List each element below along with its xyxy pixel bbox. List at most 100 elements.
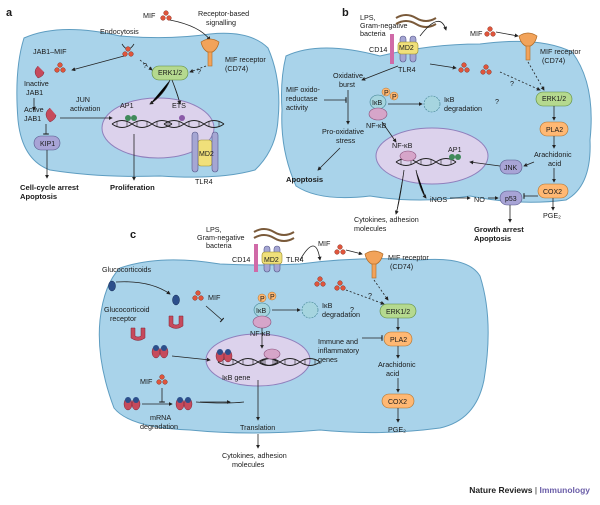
- ikb-label: IκB: [256, 308, 266, 315]
- cox2-label: COX2: [543, 189, 562, 196]
- phosphate-label: P: [270, 294, 275, 301]
- pge2-label: PGE₂: [388, 425, 406, 434]
- mif-label: MIF: [470, 29, 483, 38]
- cox2-label: COX2: [388, 399, 407, 406]
- arrow: [299, 245, 322, 261]
- cd14-label: CD14: [232, 255, 250, 264]
- active-jab1-label: Active: [24, 105, 44, 114]
- glucocorticoid-molecule: [172, 294, 180, 306]
- nfkb-nuclear-label: NF-κB: [392, 141, 413, 150]
- active-jab1-label-2: JAB1: [24, 114, 41, 123]
- arrow: [149, 79, 171, 105]
- glucocorticoid-molecule: [108, 280, 116, 292]
- arrow: [171, 79, 182, 105]
- mif-molecule: [484, 26, 496, 37]
- gc-receptor-label: Glucocorticoid: [104, 305, 150, 314]
- mif-receptor-label-2: (CD74): [225, 64, 248, 73]
- p53-label: p53: [505, 196, 517, 203]
- mif-receptor-label: MIF receptor: [388, 253, 429, 262]
- lps-label-3: bacteria: [360, 29, 386, 38]
- endocytosis-label: Endocytosis: [100, 27, 139, 36]
- ikb-degradation-label: IκB: [322, 301, 333, 310]
- glucocorticoids-label: Glucocorticoids: [102, 265, 152, 274]
- phosphate-label: P: [260, 296, 265, 303]
- receptor-signalling-label-2: signalling: [206, 18, 236, 27]
- journal-footer: Nature Reviews | Immunology: [469, 485, 590, 495]
- gc-receptor-label-2: receptor: [110, 314, 137, 323]
- kip1-label: KIP1: [40, 141, 55, 148]
- lps-molecule: [395, 14, 437, 22]
- erk-label: ERK1/2: [158, 70, 182, 77]
- cytokines-label: Cytokines, adhesion: [222, 451, 287, 460]
- nfkb-node: [368, 107, 388, 121]
- mif-receptor-label: MIF receptor: [540, 47, 581, 56]
- mif-label: MIF: [140, 377, 153, 386]
- panel-c: c LPS, Gram-negative bacteria CD14 MD2 T…: [98, 225, 489, 469]
- question-mark: ?: [368, 291, 372, 300]
- panel-a-letter: a: [6, 7, 13, 19]
- lps-label-2: Gram-negative: [197, 233, 245, 242]
- journal-subject: Immunology: [539, 485, 590, 495]
- outcome-cell-cycle-arrest: Cell-cycle arrest: [20, 183, 79, 192]
- inhibition-arrow: [205, 305, 225, 323]
- pla2-label: PLA2: [546, 127, 563, 134]
- ap1-factor: [131, 115, 137, 121]
- pro-oxidative-stress-label: Pro-oxidative: [322, 127, 364, 136]
- ikb-degradation-label-2: degradation: [322, 310, 360, 319]
- jab1-icon: [34, 65, 45, 79]
- md2-label: MD2: [399, 45, 414, 52]
- cytokines-label: Cytokines, adhesion: [354, 215, 419, 224]
- tlr4-label: TLR4: [195, 177, 213, 186]
- arrow: [415, 169, 427, 199]
- inactive-jab1-label: Inactive: [24, 79, 49, 88]
- mif-oxidoreductase-label-3: activity: [286, 103, 308, 112]
- mif-label: MIF: [318, 239, 331, 248]
- ap1-label: AP1: [448, 145, 462, 154]
- mrna-degradation-label: mRNA: [150, 413, 171, 422]
- arrow: [115, 281, 171, 295]
- mif-label: MIF: [208, 293, 221, 302]
- dashed-arrow: [345, 289, 385, 305]
- cd14-label: CD14: [369, 45, 387, 54]
- dashed-arrow: [499, 71, 541, 91]
- arrow: [495, 31, 519, 38]
- pro-oxidative-stress-label-2: stress: [336, 136, 356, 145]
- arrow: [71, 55, 125, 72]
- inos-label: iNOS: [430, 195, 447, 204]
- jun-activation-label: JUN: [76, 95, 90, 104]
- phosphate-label: P: [392, 94, 397, 101]
- arrow: [419, 21, 447, 37]
- pla2-label: PLA2: [390, 337, 407, 344]
- tlr4-label: TLR4: [398, 65, 416, 74]
- mif-molecule: [334, 244, 346, 255]
- ap1-label: AP1: [120, 101, 134, 110]
- immune-genes-label-3: genes: [318, 355, 338, 364]
- ets-factor: [179, 115, 185, 121]
- cd14-icon: [254, 244, 258, 272]
- jnk-node: [499, 159, 523, 175]
- ap1-factor: [125, 115, 131, 121]
- nfkb-label: NF-κB: [250, 329, 271, 338]
- nfkb-label: NF-κB: [366, 121, 387, 130]
- question-mark: ?: [495, 97, 499, 106]
- dashed-arrow: [139, 59, 153, 71]
- p53-node: [499, 190, 523, 206]
- oxidative-burst-label: Oxidative: [333, 71, 363, 80]
- tlr4-subunit: [191, 131, 199, 173]
- question-mark: ?: [197, 67, 201, 76]
- arachidonic-acid-label-2: acid: [548, 159, 561, 168]
- ap1-factor: [455, 154, 461, 160]
- oxidative-burst-label-2: burst: [339, 80, 355, 89]
- jun-activation-label-2: activation: [70, 104, 100, 113]
- mif-label: MIF: [143, 11, 156, 20]
- phosphate-icon: [267, 291, 277, 301]
- outcome-proliferation: Proliferation: [110, 183, 155, 192]
- pge2-label: PGE₂: [543, 211, 561, 220]
- ikb-label: IκB: [372, 100, 382, 107]
- outcome-growth-arrest: Growth arrest: [474, 225, 524, 234]
- arrow: [429, 63, 457, 70]
- lps-molecule: [253, 234, 295, 242]
- arrow: [469, 160, 501, 167]
- lps-molecule: [253, 228, 295, 236]
